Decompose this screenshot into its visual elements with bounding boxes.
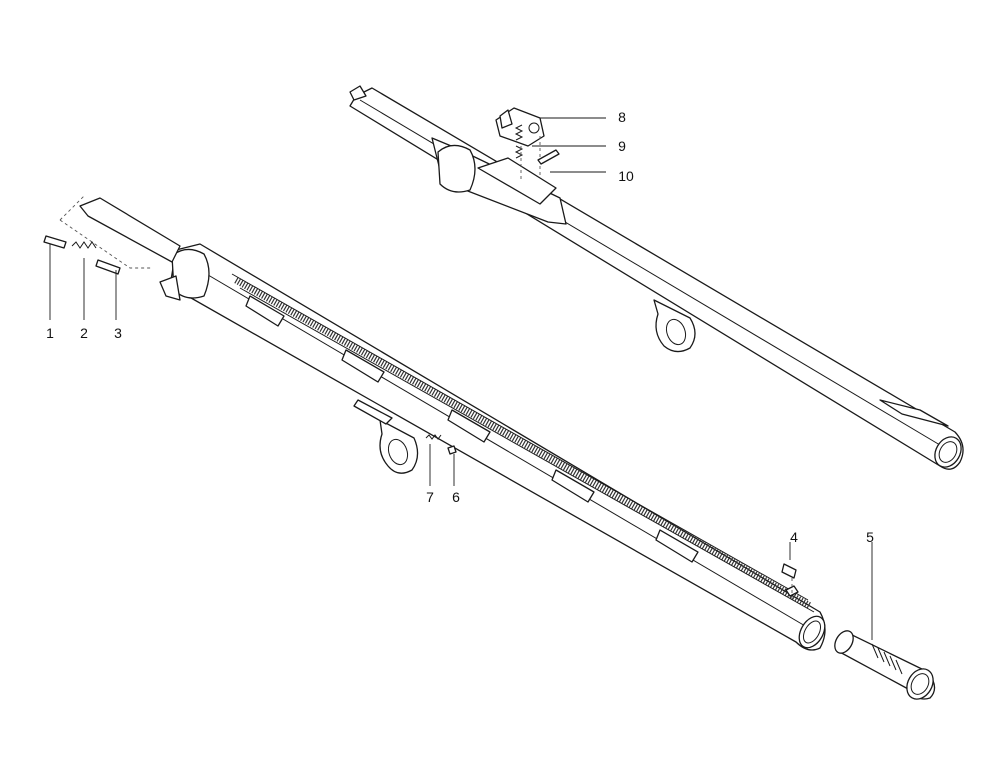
callout-4: 4 — [790, 529, 798, 545]
callout-8: 8 — [618, 109, 626, 125]
callout-10: 10 — [618, 168, 634, 184]
upper-barrel — [349, 85, 964, 470]
lower-barrel — [79, 197, 826, 651]
small-part-4 — [781, 563, 797, 600]
callout-2: 2 — [80, 325, 88, 341]
rear-sight-assembly — [495, 107, 560, 180]
callout-5: 5 — [866, 529, 874, 545]
callout-1: 1 — [46, 325, 54, 341]
callout-6: 6 — [452, 489, 460, 505]
choke-tube — [834, 630, 936, 700]
callout-7: 7 — [426, 489, 434, 505]
small-parts-1-2-3 — [43, 195, 152, 275]
callout-3: 3 — [114, 325, 122, 341]
small-parts-6-7 — [425, 434, 457, 455]
leader-lines — [49, 117, 873, 640]
callout-9: 9 — [618, 138, 626, 154]
